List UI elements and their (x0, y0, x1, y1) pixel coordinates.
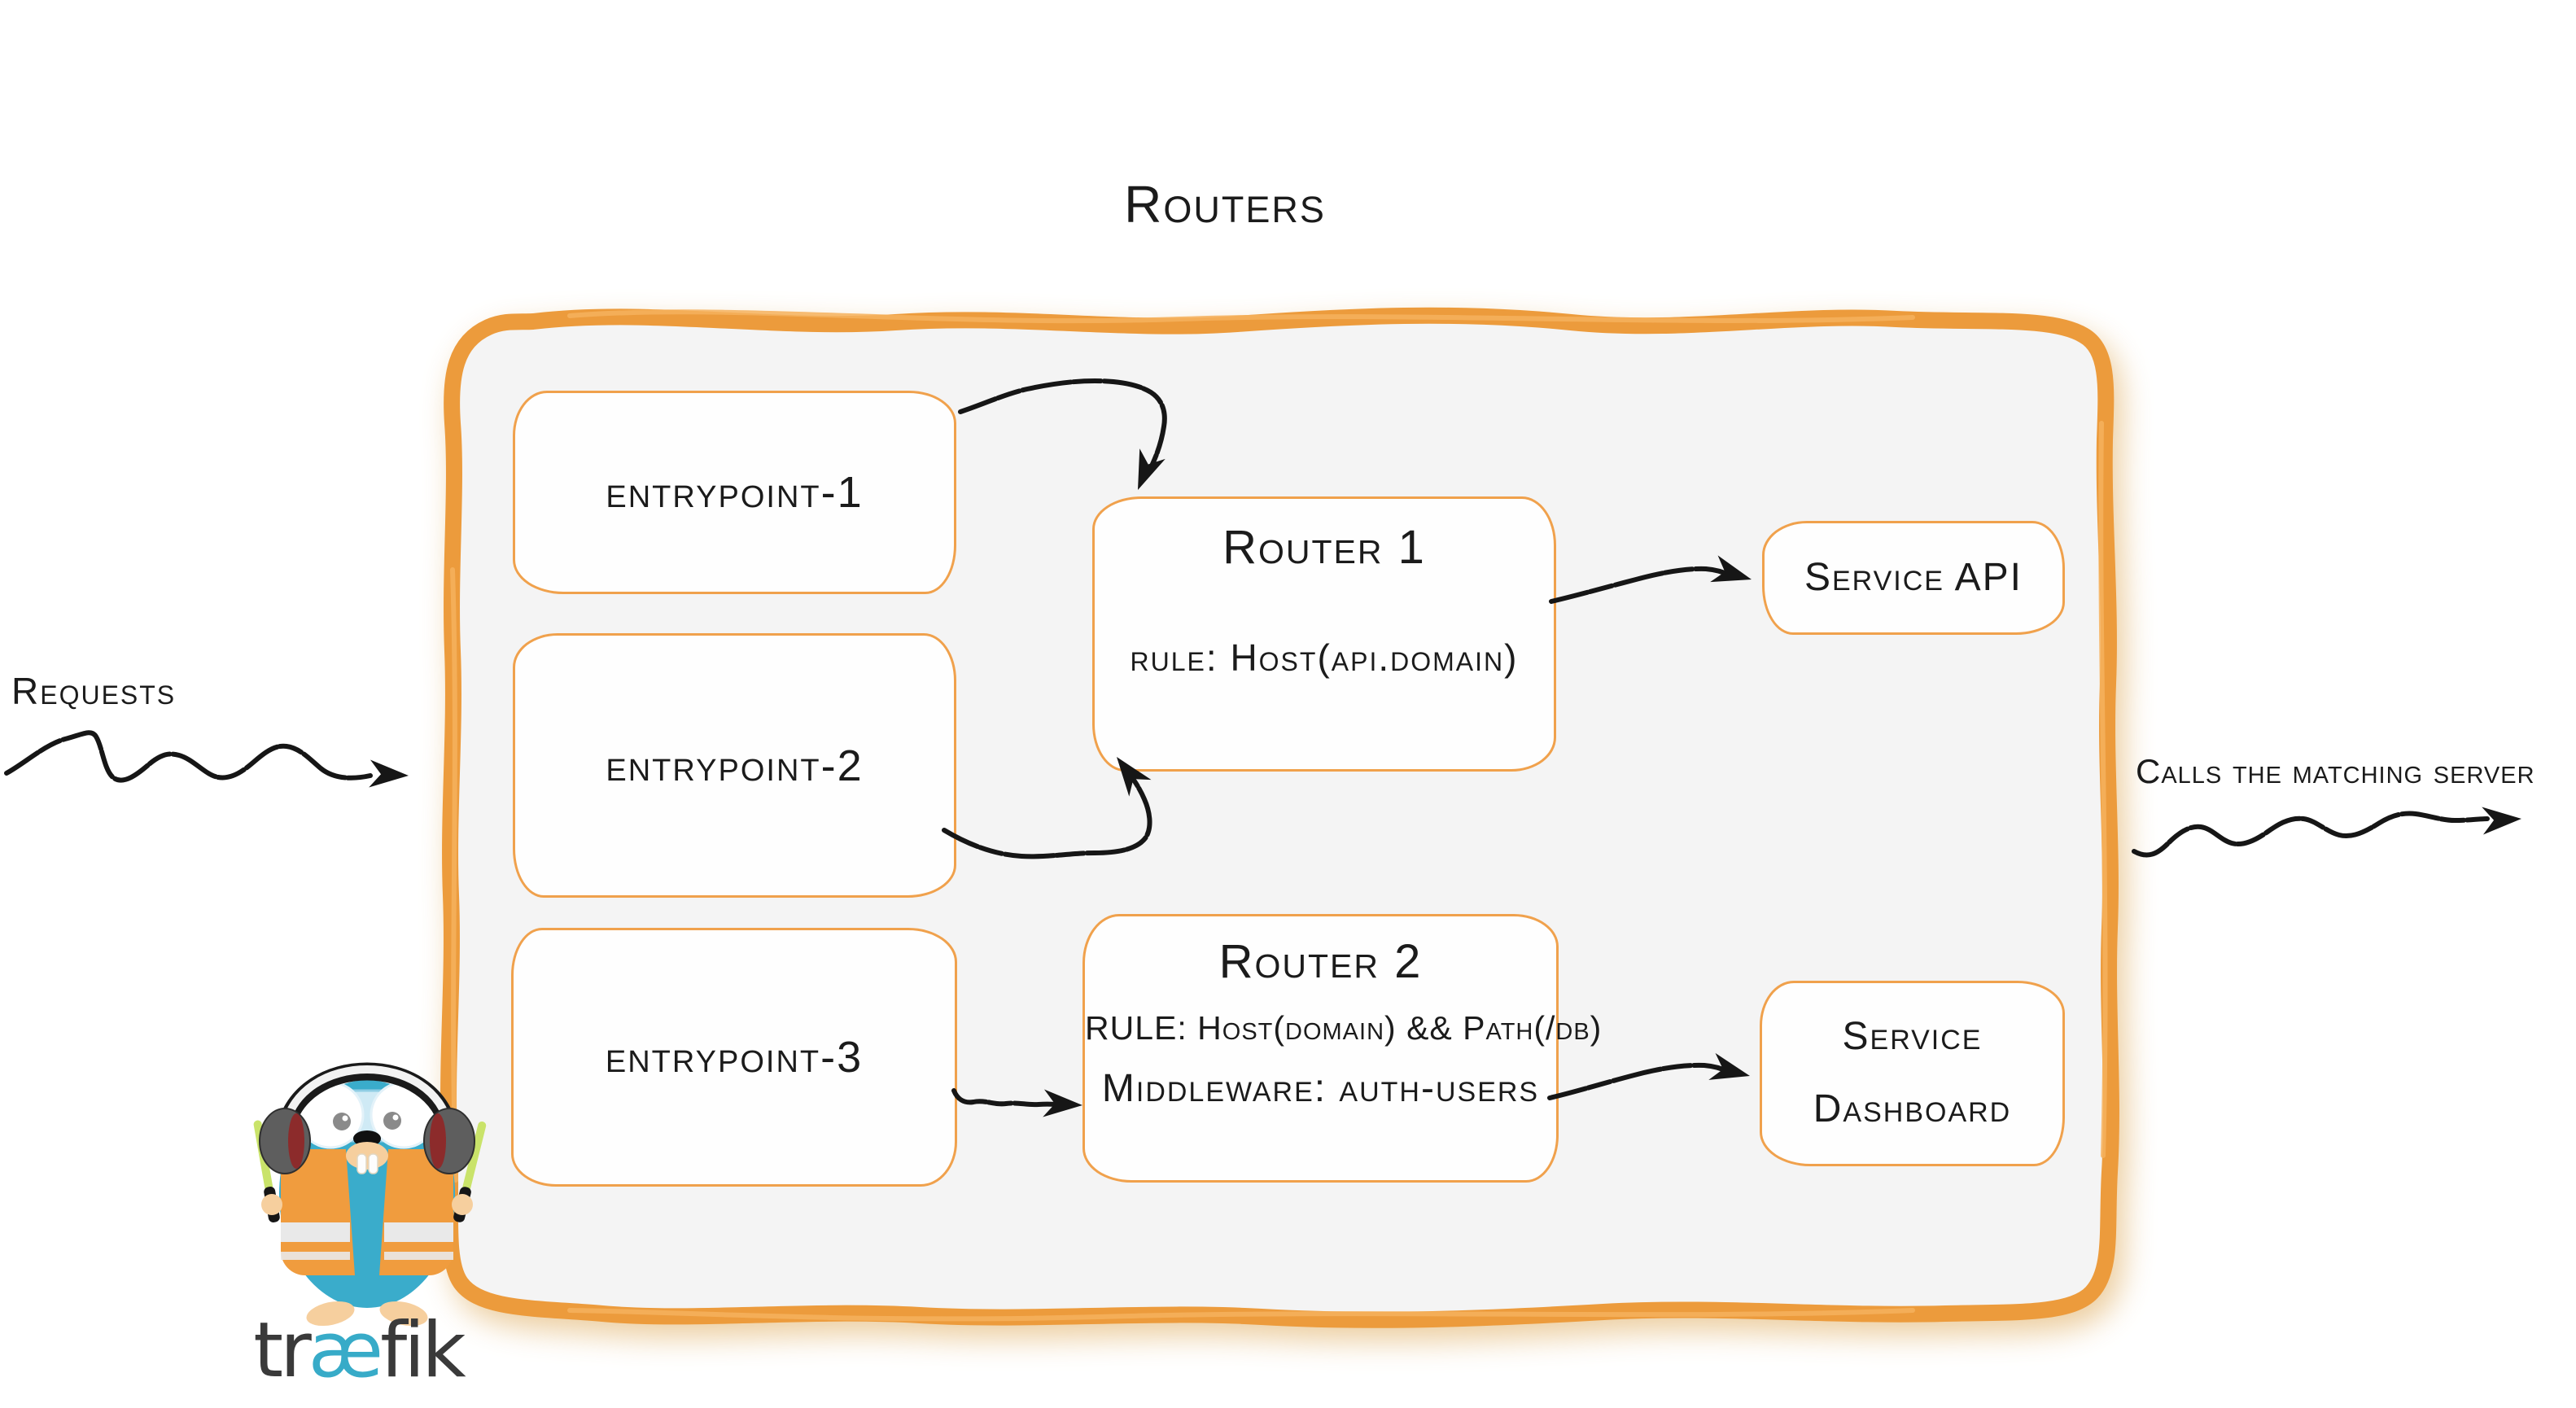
gopher-vest (281, 1149, 453, 1275)
gopher-pupil-right (383, 1112, 401, 1130)
calls-matching-server-arrow (2132, 811, 2490, 858)
router1-to-service-api-arrow (1549, 566, 1733, 604)
gopher-eye-left (296, 1081, 365, 1149)
gopher-goggles-band (291, 1089, 443, 1143)
service-api-node: Service API (1762, 521, 2065, 635)
entrypoint-3-node: entrypoint-3 (511, 928, 957, 1187)
vest-stripe-left (281, 1222, 350, 1242)
router-2-rule: RULE: Host(domain) && Path(/db) (1085, 1009, 1603, 1047)
page-title: Routers (1124, 175, 1326, 234)
gopher-tooth-right (368, 1153, 378, 1174)
gopher-tooth-left (356, 1153, 367, 1174)
glow-stick-left (253, 1120, 280, 1222)
gopher-eye-right (370, 1081, 438, 1149)
wordmark-fik: fik (380, 1306, 466, 1395)
router-2-node: Router 2 RULE: Host(domain) && Path(/db)… (1082, 914, 1603, 1183)
entrypoint-3-label: entrypoint-3 (605, 1033, 864, 1082)
headphone-cup-right-rim (430, 1113, 446, 1169)
router-1-title: Router 1 (1222, 521, 1426, 574)
gopher-hand-right (452, 1194, 473, 1215)
service-api-label: Service API (1804, 555, 2023, 599)
glow-stick-right (453, 1121, 487, 1222)
vest-stripe2-right (384, 1252, 453, 1260)
headphones-band-highlight (281, 1065, 453, 1132)
vest-stripe-right (384, 1222, 453, 1242)
entrypoint-2-label: entrypoint-2 (606, 741, 864, 790)
calls-matching-server-label: Calls the matching server (2136, 752, 2535, 790)
service-dashboard-node: Service Dashboard (1760, 981, 2065, 1166)
router-1-rule: rule: Host(api.domain) (1130, 636, 1519, 679)
headphone-cup-left (259, 1108, 311, 1174)
headphone-cup-right (423, 1108, 475, 1174)
gopher-vest-opening (346, 1149, 388, 1275)
pupil-glint-left (342, 1115, 348, 1122)
gopher-body (279, 1080, 455, 1308)
requests-arrow (4, 730, 373, 783)
gopher-nose (353, 1130, 381, 1147)
pupil-glint-right (392, 1114, 399, 1121)
entrypoint-1-node: entrypoint-1 (513, 391, 956, 594)
vest-stripe2-left (281, 1252, 350, 1260)
gopher-hand-left (261, 1194, 282, 1215)
router-1-node: Router 1 rule: Host(api.domain) (1092, 496, 1556, 772)
entrypoint-1-label: entrypoint-1 (606, 468, 864, 517)
traefik-wordmark: træfik (236, 1309, 480, 1393)
headphones-band (276, 1062, 458, 1140)
traefik-gopher-icon (253, 1062, 487, 1327)
entrypoint3-to-router2-arrow (951, 1088, 1062, 1108)
wordmark-ae: æ (308, 1306, 383, 1395)
gopher-pupil-left (333, 1113, 351, 1130)
wordmark-tr: tr (253, 1306, 311, 1395)
entrypoint-2-node: entrypoint-2 (513, 633, 956, 898)
router-2-middleware: Middleware: auth-users (1101, 1067, 1540, 1110)
entrypoint1-to-router1-arrow (958, 378, 1167, 476)
router-2-title: Router 2 (1218, 935, 1423, 988)
service-dashboard-label: Service Dashboard (1813, 1015, 2012, 1130)
headphone-cup-left-rim (288, 1113, 304, 1169)
router2-to-service-dashboard-arrow (1547, 1062, 1731, 1100)
requests-label: Requests (11, 670, 177, 712)
gopher-muzzle (346, 1142, 388, 1170)
entrypoint2-to-router1-arrow (942, 767, 1152, 859)
